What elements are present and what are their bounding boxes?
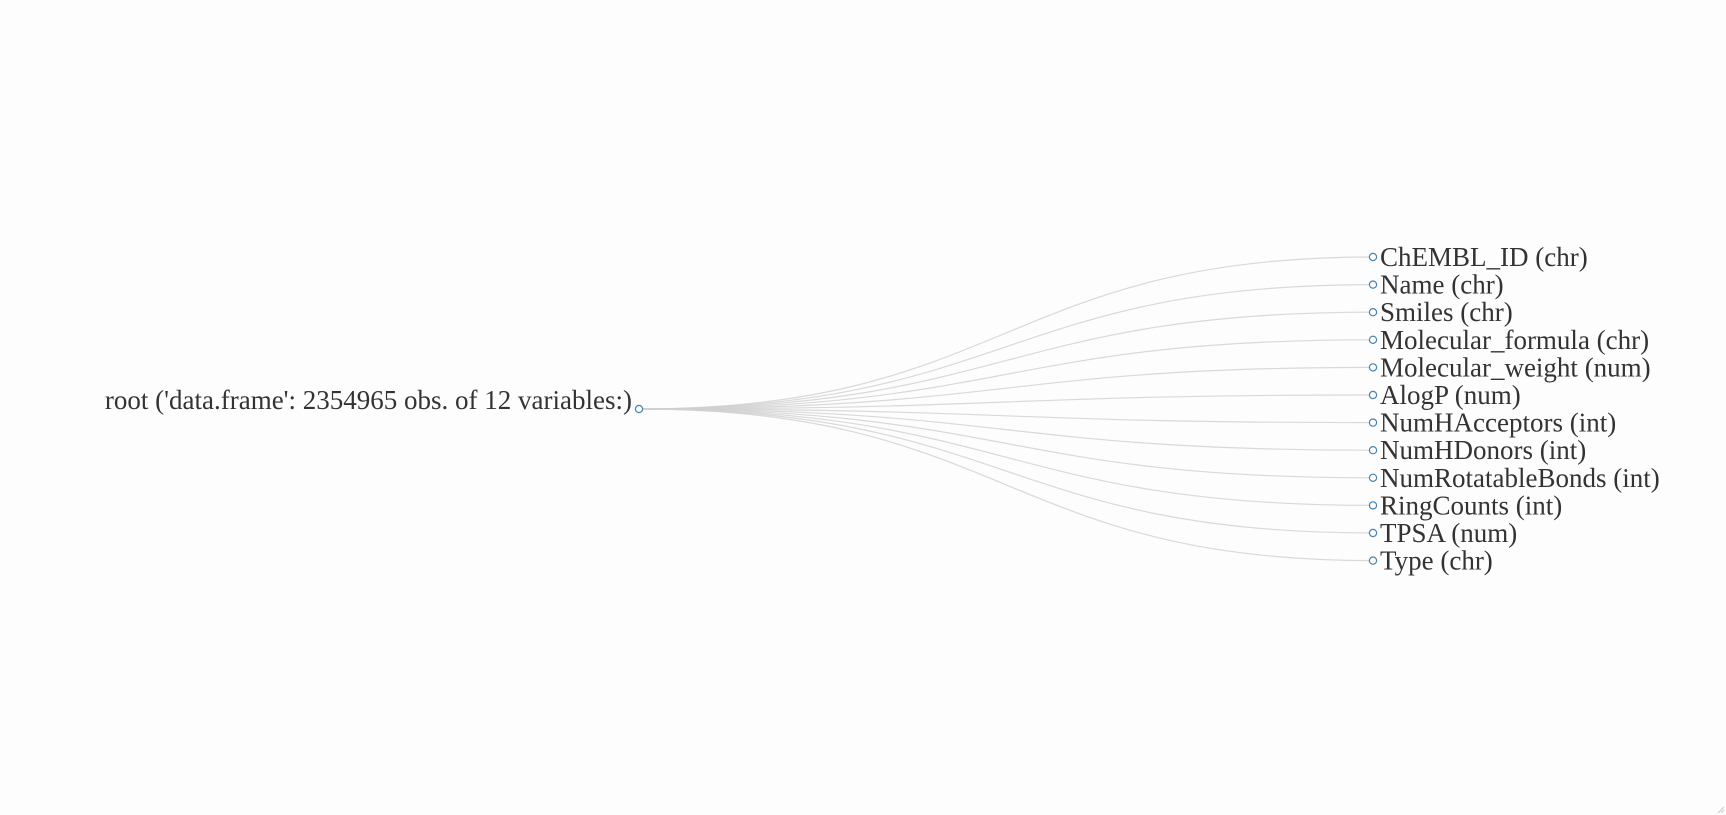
child-node-label: Name (chr)	[1380, 270, 1504, 300]
child-node-label: Smiles (chr)	[1380, 297, 1513, 327]
child-node[interactable]: NumRotatableBonds (int)	[1368, 463, 1660, 493]
tree-link	[638, 408, 1374, 451]
child-node[interactable]: Smiles (chr)	[1368, 297, 1513, 327]
child-node-circle[interactable]	[1368, 446, 1378, 455]
tree-link	[638, 284, 1374, 410]
child-node-label: RingCounts (int)	[1380, 490, 1562, 520]
tree-link	[638, 408, 1374, 479]
child-node-label: ChEMBL_ID (chr)	[1380, 242, 1588, 272]
child-node-label: NumHAcceptors (int)	[1380, 408, 1616, 438]
child-node-label: TPSA (num)	[1380, 518, 1517, 548]
child-node-circle[interactable]	[1368, 335, 1378, 344]
child-node[interactable]: ChEMBL_ID (chr)	[1368, 242, 1588, 272]
child-node-circle[interactable]	[1368, 473, 1378, 482]
child-node-label: Type (chr)	[1380, 546, 1493, 576]
child-node[interactable]: TPSA (num)	[1368, 518, 1517, 548]
child-node-label: NumHDonors (int)	[1380, 435, 1586, 465]
child-node-circle[interactable]	[1368, 390, 1378, 400]
tree-link	[638, 394, 1374, 410]
root-label: root ('data.frame': 2354965 obs. of 12 v…	[105, 385, 632, 415]
child-node[interactable]: RingCounts (int)	[1368, 490, 1562, 520]
resize-grip-icon[interactable]	[1716, 805, 1724, 813]
child-node[interactable]: Name (chr)	[1368, 270, 1504, 300]
child-node-label: AlogP (num)	[1380, 380, 1521, 410]
child-nodes: ChEMBL_ID (chr)Name (chr)Smiles (chr)Mol…	[1368, 242, 1660, 576]
tree-link	[638, 408, 1374, 562]
root-node-circle[interactable]	[634, 404, 644, 414]
child-node-label: Molecular_formula (chr)	[1380, 325, 1649, 355]
links-layer	[638, 256, 1374, 562]
child-node-circle[interactable]	[1368, 363, 1378, 372]
child-node[interactable]: Molecular_weight (num)	[1368, 352, 1651, 382]
child-node-circle[interactable]	[1368, 556, 1378, 565]
child-node[interactable]: AlogP (num)	[1368, 380, 1521, 410]
child-node-circle[interactable]	[1368, 308, 1378, 317]
child-node-circle[interactable]	[1368, 280, 1378, 289]
child-node-label: Molecular_weight (num)	[1380, 352, 1651, 382]
child-node-circle[interactable]	[1368, 528, 1378, 538]
child-node-label: NumRotatableBonds (int)	[1380, 463, 1660, 493]
child-node[interactable]: NumHDonors (int)	[1368, 435, 1586, 465]
tree-link	[638, 311, 1374, 410]
root-node[interactable]: root ('data.frame': 2354965 obs. of 12 v…	[105, 385, 644, 415]
tree-link	[638, 408, 1374, 506]
tree-link	[638, 408, 1374, 534]
tree-link	[638, 256, 1374, 410]
child-node-circle[interactable]	[1368, 418, 1378, 427]
tree-link	[638, 408, 1374, 424]
tree-link	[638, 366, 1374, 410]
child-node-circle[interactable]	[1368, 501, 1378, 510]
child-node[interactable]: Molecular_formula (chr)	[1368, 325, 1649, 355]
tree-link	[638, 339, 1374, 410]
child-node-circle[interactable]	[1368, 252, 1378, 262]
child-node[interactable]: NumHAcceptors (int)	[1368, 408, 1616, 438]
child-node[interactable]: Type (chr)	[1368, 546, 1493, 576]
